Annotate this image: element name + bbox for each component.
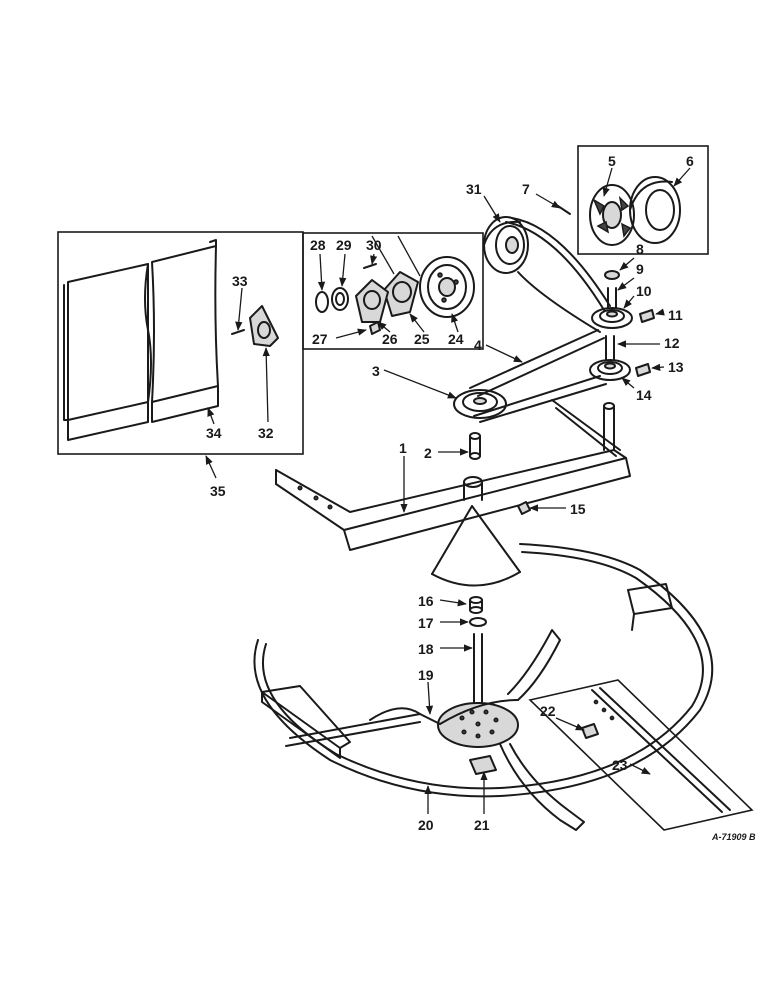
- callout-19: 19: [418, 667, 434, 683]
- inset-shield: [57, 231, 304, 455]
- callout-12: 12: [664, 335, 680, 351]
- flange-26: [355, 279, 389, 323]
- belt-upper: [505, 217, 611, 333]
- inset-blade: [528, 679, 754, 831]
- bracket: [551, 399, 621, 457]
- setscrew-11: [639, 309, 655, 323]
- pulley-3: [453, 389, 507, 419]
- callout-34: 34: [206, 425, 222, 441]
- callout-8: 8: [636, 241, 644, 257]
- frame-1: [275, 449, 631, 551]
- callout-4: 4: [474, 337, 482, 353]
- fitting-27: [369, 321, 381, 335]
- callout-23: 23: [612, 757, 628, 773]
- drawing-code: A-71909 B: [711, 832, 756, 842]
- pulley-14: [589, 359, 631, 381]
- callout-33: 33: [232, 273, 248, 289]
- key-30: [363, 263, 377, 269]
- bearing-28: [315, 291, 329, 313]
- callout-29: 29: [336, 237, 352, 253]
- shaft-12: [605, 335, 615, 361]
- callout-32: 32: [258, 425, 274, 441]
- callout-22: 22: [540, 703, 556, 719]
- callout-24: 24: [448, 331, 464, 347]
- washer-17: [469, 617, 487, 627]
- callout-9: 9: [636, 261, 644, 277]
- callout-3: 3: [372, 363, 380, 379]
- bearing-29: [331, 287, 349, 311]
- callout-30: 30: [366, 237, 382, 253]
- callout-25: 25: [414, 331, 430, 347]
- paddle-right: [627, 583, 673, 631]
- pulley-24: [419, 256, 475, 318]
- callout-35: 35: [210, 483, 226, 499]
- callout-11: 11: [668, 307, 683, 323]
- callout-28: 28: [310, 237, 326, 253]
- spinner-disc-19: [437, 702, 519, 748]
- callout-1: 1: [399, 440, 407, 456]
- nut-8: [604, 270, 620, 280]
- bushing-2: [469, 432, 481, 460]
- callout-5: 5: [608, 153, 616, 169]
- shield-panel-34: [63, 239, 219, 441]
- callout-13: 13: [668, 359, 684, 375]
- inset-fan-pulley: [577, 145, 709, 255]
- callout-2: 2: [424, 445, 432, 461]
- callout-31: 31: [466, 181, 482, 197]
- leaders: [205, 167, 691, 814]
- setscrew-13: [635, 363, 651, 377]
- plate-32: [249, 305, 279, 347]
- callout-15: 15: [570, 501, 586, 517]
- callout-16: 16: [418, 593, 434, 609]
- callout-18: 18: [418, 641, 434, 657]
- clip-22: [581, 723, 599, 739]
- callout-17: 17: [418, 615, 434, 631]
- fan-hub: [589, 184, 635, 246]
- flange-25: [383, 271, 419, 317]
- callout-21: 21: [474, 817, 490, 833]
- belt-4: [469, 329, 607, 423]
- callout-27: 27: [312, 331, 328, 347]
- fan-ring: [629, 176, 681, 244]
- callout-20: 20: [418, 817, 434, 833]
- callout-14: 14: [636, 387, 652, 403]
- shaft-9: [607, 287, 617, 309]
- callout-26: 26: [382, 331, 398, 347]
- lug-21: [469, 755, 497, 775]
- callout-7: 7: [522, 181, 530, 197]
- callout-10: 10: [636, 283, 652, 299]
- paddle-left: [261, 685, 351, 759]
- pulley-31: [483, 216, 529, 274]
- spreader-cone: [431, 505, 521, 587]
- collar-16: [469, 596, 483, 614]
- callout-labels: 1 2 3 4 5 6 7 8 9 10 11 12 13 14 15 16 1…: [206, 153, 756, 842]
- pulley-10: [591, 307, 633, 329]
- bolt-33: [231, 329, 245, 335]
- callout-6: 6: [686, 153, 694, 169]
- inset-bearings: [302, 232, 484, 350]
- arms: [285, 629, 585, 831]
